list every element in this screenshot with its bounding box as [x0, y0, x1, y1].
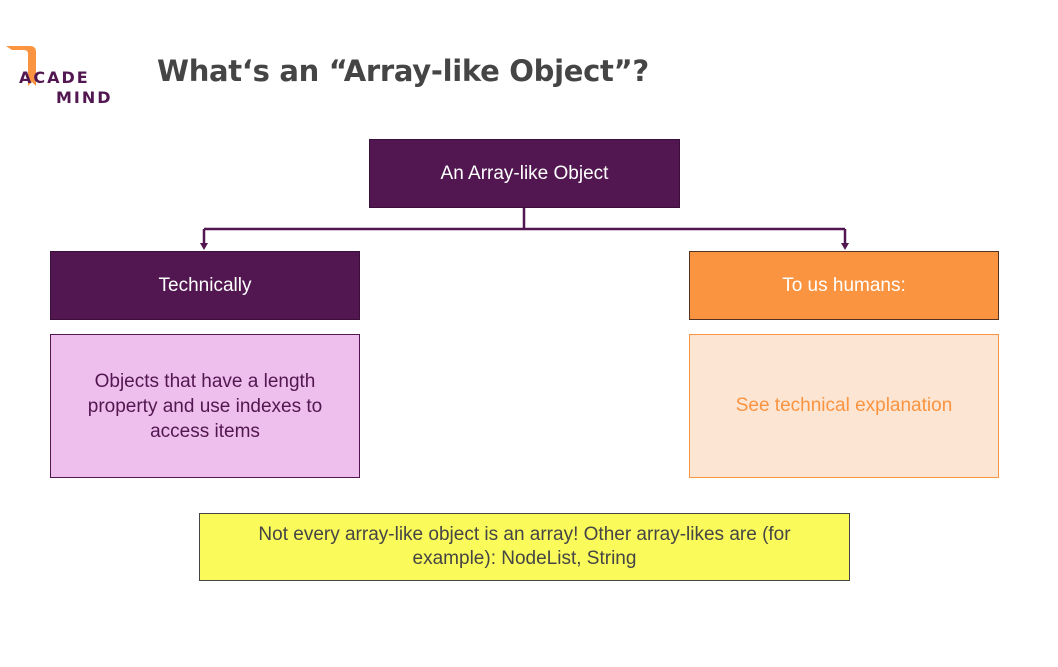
humans-body-text: See technical explanation — [735, 395, 953, 416]
technically-body-box: Objects that have a length property and … — [50, 334, 360, 478]
root-node-label: An Array-like Object — [440, 162, 609, 184]
technically-heading-label: Technically — [158, 274, 252, 296]
arrow-left-head — [200, 243, 208, 250]
humans-heading-label: To us humans: — [782, 274, 906, 296]
humans-body-box: See technical explanation — [689, 334, 999, 478]
root-node: An Array-like Object — [369, 139, 680, 208]
technically-body-text: Objects that have a length property and … — [87, 370, 323, 442]
academind-logo: ACADE MIND — [6, 42, 116, 110]
humans-heading-box: To us humans: — [689, 251, 999, 320]
logo-text-acade: ACADE — [19, 68, 90, 87]
academind-flag-icon — [6, 46, 36, 86]
logo-text-mind: MIND — [56, 88, 113, 107]
note-box: Not every array-like object is an array!… — [199, 513, 850, 581]
note-text: Not every array-like object is an array!… — [258, 524, 791, 569]
arrow-right-head — [841, 243, 849, 250]
slide-title: What‘s an “Array-like Object”? — [157, 54, 649, 88]
technically-heading-box: Technically — [50, 251, 360, 320]
